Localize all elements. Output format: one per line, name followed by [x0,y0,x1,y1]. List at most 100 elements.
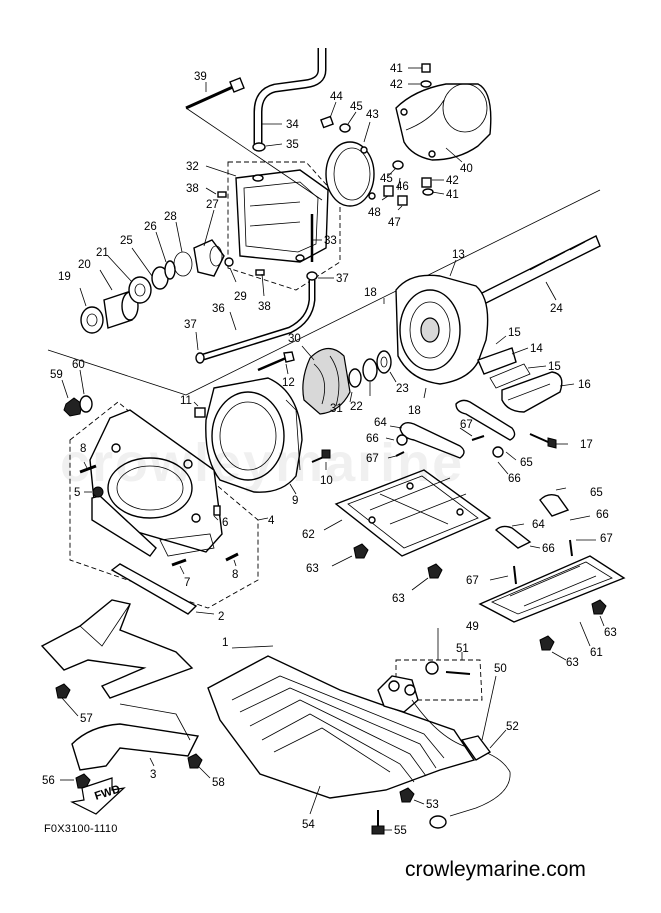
speed-sensor [371,659,511,835]
callout-56: 56 [42,775,55,787]
callout-45b: 45 [380,173,393,185]
impeller-30 [302,347,362,415]
callout-27: 27 [206,199,219,211]
callout-48: 48 [368,207,381,219]
callout-61: 61 [590,647,603,659]
callout-8b: 8 [232,569,238,581]
callout-46: 46 [396,181,409,193]
callout-66d: 66 [542,543,555,555]
callout-24: 24 [550,303,563,315]
figure-code: F0X3100-1110 [44,823,118,835]
callout-13: 13 [452,249,465,261]
callout-18b: 18 [408,405,421,417]
callout-41a: 41 [390,63,403,75]
callout-3: 3 [150,769,156,781]
callout-67c: 67 [600,533,613,545]
callout-40: 40 [460,163,473,175]
callout-35: 35 [286,139,299,151]
callout-57: 57 [80,713,93,725]
callout-64b: 64 [532,519,545,531]
pump-housing-13 [395,274,489,385]
callout-58: 58 [212,777,225,789]
brand-label: crowleymarine.com [405,858,586,881]
callout-66b: 66 [508,473,521,485]
callout-44: 44 [330,91,343,103]
callout-5: 5 [74,487,80,499]
callout-33: 33 [324,235,337,247]
callout-63d: 63 [566,657,579,669]
hull-plate-54 [207,655,476,799]
callout-30: 30 [288,333,301,345]
callout-54: 54 [302,819,315,831]
callouts: 1 2 3 4 5 6 7 8 8 9 10 11 12 13 14 15 15… [42,63,617,837]
callout-55: 55 [394,825,407,837]
callout-63c: 63 [604,627,617,639]
ride-plate-61 [478,555,626,623]
bracket-assembly: FWD [40,563,203,815]
callout-31: 31 [330,403,343,415]
callout-19: 19 [58,271,71,283]
callout-23: 23 [396,383,409,395]
callout-28: 28 [164,211,177,223]
callout-15a: 15 [508,327,521,339]
plate-2 [110,563,198,615]
callout-18a: 18 [364,287,377,299]
callout-53: 53 [426,799,439,811]
callout-12: 12 [282,377,295,389]
callout-14: 14 [530,343,543,355]
callout-45a: 45 [350,101,363,113]
callout-63a: 63 [306,563,319,575]
deflector-43 [325,141,376,207]
callout-64a: 64 [374,417,387,429]
bracket-3 [71,723,200,771]
callout-1: 1 [222,637,228,649]
bearing-stack [80,239,225,334]
callout-29: 29 [234,291,247,303]
callout-9: 9 [292,495,298,507]
callout-66c: 66 [596,509,609,521]
callout-21: 21 [96,247,109,259]
callout-38b: 38 [258,301,271,313]
pump-assembly [63,235,601,609]
intake-4 [89,409,223,557]
bracket-1 [40,599,194,699]
callout-50: 50 [494,663,507,675]
callout-22: 22 [350,401,363,413]
callout-38a: 38 [186,183,199,195]
callout-16: 16 [578,379,591,391]
callout-66a: 66 [366,433,379,445]
drive-shaft-24 [475,235,601,307]
callout-42b: 42 [446,175,459,187]
callout-6: 6 [222,517,228,529]
callout-37b: 37 [184,319,197,331]
callout-39: 39 [194,71,207,83]
callout-15b: 15 [548,361,561,373]
callout-67b: 67 [460,419,473,431]
nozzle-assembly [80,48,492,364]
nozzle-32 [235,169,329,263]
callout-65b: 65 [520,457,533,469]
callout-65a: 65 [590,487,603,499]
bolt-39 [185,77,245,110]
callout-8a: 8 [80,443,86,455]
callout-60: 60 [72,359,85,371]
callout-36: 36 [212,303,225,315]
callout-67d: 67 [466,575,479,587]
callout-42a: 42 [390,79,403,91]
callout-51: 51 [456,643,469,655]
callout-32: 32 [186,161,199,173]
callout-20: 20 [78,259,91,271]
callout-37a: 37 [336,273,349,285]
callout-59: 59 [50,369,63,381]
hose-36 [198,280,316,362]
callout-25: 25 [120,235,133,247]
callout-43: 43 [366,109,379,121]
callout-49: 49 [466,621,479,633]
callout-67a: 67 [366,453,379,465]
callout-63b: 63 [392,593,405,605]
callout-34: 34 [286,119,299,131]
fwd-arrow: FWD [70,777,126,815]
callout-52: 52 [506,721,519,733]
ride-plate-62 [334,469,492,557]
callout-41b: 41 [446,189,459,201]
